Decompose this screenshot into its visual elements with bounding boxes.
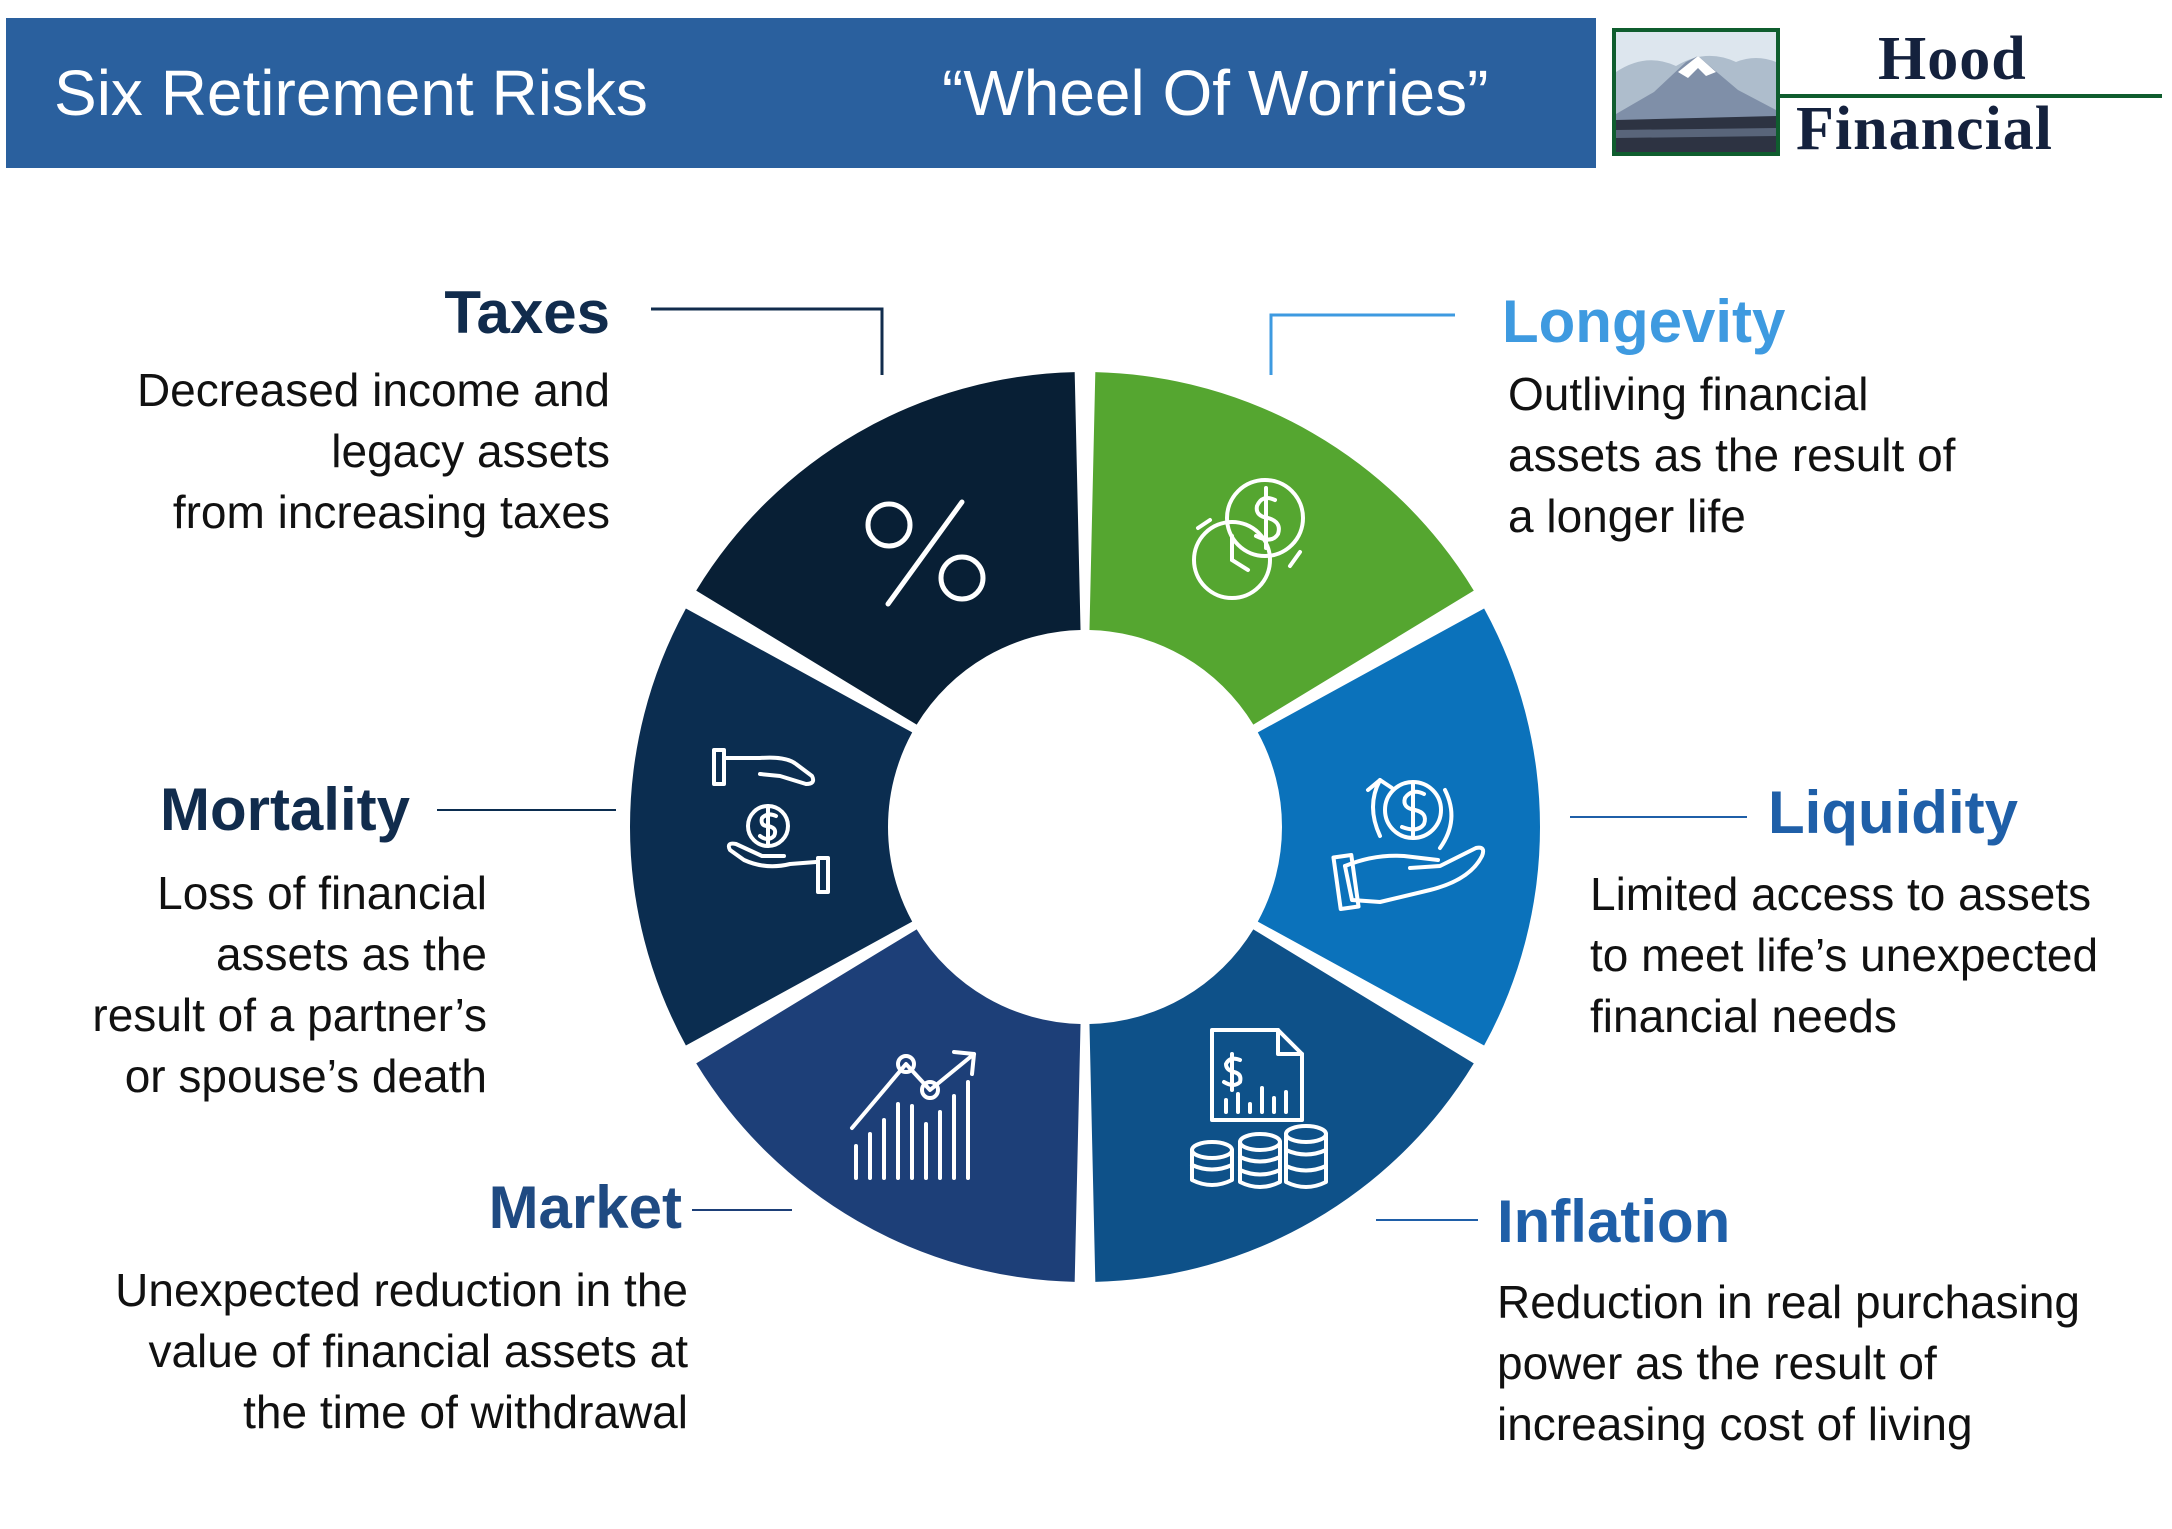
report-coins-icon (1190, 1028, 1328, 1189)
longevity-description-line: Outliving financial (1508, 368, 1869, 420)
longevity-leader-line (1269, 313, 1455, 375)
inflation-description: Reduction in real purchasing power as th… (1497, 1272, 2080, 1455)
page-title: Six Retirement Risks (54, 57, 648, 129)
market-title: Market (488, 1174, 682, 1241)
liquidity-segment (1257, 608, 1541, 1046)
logo-word-hood: Hood (1878, 25, 2027, 93)
market-description: Unexpected reduction in the value of fin… (115, 1260, 688, 1443)
inflation-title: Inflation (1497, 1188, 1731, 1255)
mountain-logo-image (1612, 28, 1780, 156)
liquidity-description-line: financial needs (1590, 990, 1897, 1042)
longevity-description-line: a longer life (1508, 490, 1746, 542)
inflation-description-line: increasing cost of living (1497, 1398, 1973, 1450)
page-subtitle: “Wheel Of Worries” (942, 57, 1489, 129)
logo-divider (1780, 94, 2162, 98)
longevity-description: Outliving financial assets as the result… (1508, 364, 1955, 547)
market-description-line: Unexpected reduction in the (115, 1264, 688, 1316)
percent-icon (865, 499, 986, 607)
header-bar: Six Retirement Risks “Wheel Of Worries” (6, 18, 1596, 168)
inflation-segment (1089, 929, 1474, 1282)
taxes-description-line: from increasing taxes (172, 486, 610, 538)
longevity-description-line: assets as the result of (1508, 429, 1956, 481)
taxes-description-line: legacy assets (331, 425, 610, 477)
clock-dollar-icon (1192, 478, 1305, 600)
mortality-description-line: result of a partner’s (92, 989, 487, 1041)
mortality-description-line: Loss of financial (157, 867, 487, 919)
market-description-line: the time of withdrawal (243, 1386, 688, 1438)
liquidity-description-line: Limited access to assets (1590, 868, 2092, 920)
mortality-description-line: or spouse’s death (124, 1050, 487, 1102)
inflation-description-line: power as the result of (1497, 1337, 1937, 1389)
market-description-line: value of financial assets at (148, 1325, 688, 1377)
longevity-title: Longevity (1502, 288, 1786, 355)
liquidity-description-line: to meet life’s unexpected (1590, 929, 2099, 981)
liquidity-description: Limited access to assets to meet life’s … (1590, 864, 2098, 1047)
taxes-description: Decreased income and legacy assets from … (137, 360, 610, 543)
money-transfer-icon (712, 748, 830, 894)
mortality-description: Loss of financial assets as the result o… (92, 863, 487, 1107)
logo-word-financial: Financial (1796, 95, 2054, 163)
mortality-description-line: assets as the (215, 928, 487, 980)
taxes-leader-line (651, 307, 884, 375)
hand-dollar-icon (1331, 778, 1486, 911)
inflation-description-line: Reduction in real purchasing (1497, 1276, 2081, 1328)
market-segment (696, 929, 1081, 1282)
longevity-segment (1089, 372, 1474, 725)
taxes-description-line: Decreased income and (136, 364, 610, 416)
liquidity-title: Liquidity (1768, 779, 2018, 846)
growth-chart-icon (850, 1050, 976, 1180)
hood-financial-logo: Hood Financial (1612, 25, 2162, 163)
mortality-title: Mortality (159, 776, 410, 843)
taxes-title: Taxes (444, 279, 610, 346)
